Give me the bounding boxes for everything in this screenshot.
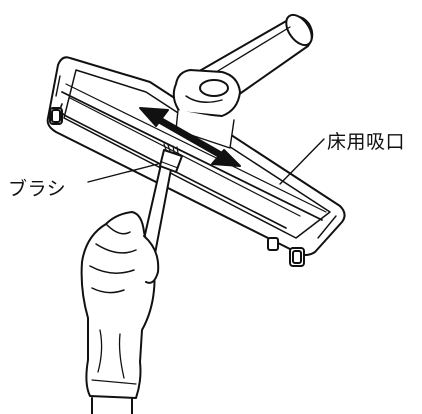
floor-nozzle-body bbox=[46, 56, 346, 267]
gloved-hand bbox=[80, 211, 160, 414]
nozzle-neck bbox=[172, 69, 241, 149]
motion-double-arrow bbox=[139, 107, 241, 167]
floor-nozzle-label: 床用吸口 bbox=[327, 131, 406, 153]
brush-label: ブラシ bbox=[8, 178, 67, 200]
nozzle-leader-line bbox=[279, 138, 325, 185]
brush-leader-line bbox=[87, 163, 159, 183]
